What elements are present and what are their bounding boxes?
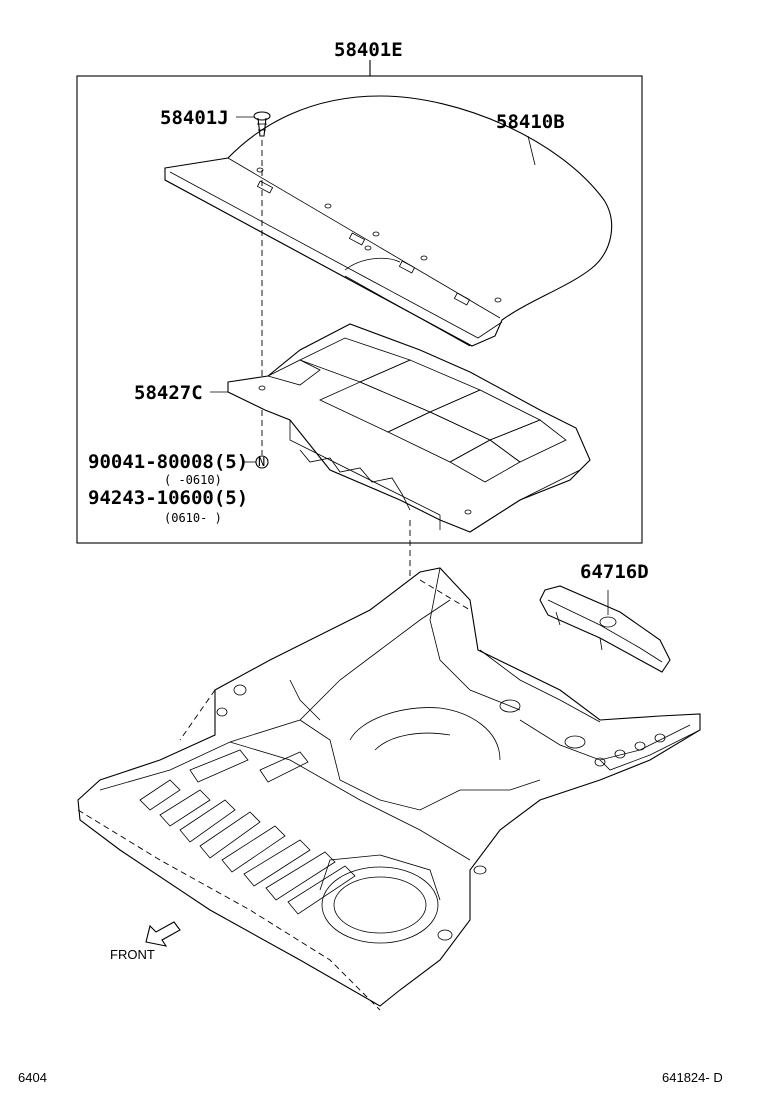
floor-pan [77, 567, 701, 1011]
assembly-frame [76, 75, 643, 544]
bracket-64716D [539, 585, 671, 673]
front-arrow-icon [145, 921, 181, 947]
page-code: 6404 [18, 1070, 47, 1085]
spare-tire-well [321, 866, 439, 944]
label-clip-part-2-range: (0610- ) [164, 511, 222, 525]
note-letter: N [258, 455, 265, 469]
storage-tray [210, 323, 591, 533]
figure-code: 641824- D [662, 1070, 723, 1085]
floor-ribs [139, 749, 356, 915]
label-board: 58410B [496, 111, 565, 133]
deck-board [164, 95, 613, 347]
front-label: FRONT [110, 947, 155, 962]
label-tray: 58427C [134, 382, 203, 404]
label-clip-part-1-range: ( -0610) [164, 473, 222, 487]
label-bracket: 64716D [580, 561, 649, 583]
label-clip-part-1: 90041-80008(5) [88, 451, 248, 473]
clip-58401J [236, 111, 271, 137]
label-clip: 58401J [160, 107, 229, 129]
label-assembly: 58401E [334, 39, 403, 61]
label-clip-part-2: 94243-10600(5) [88, 487, 248, 509]
